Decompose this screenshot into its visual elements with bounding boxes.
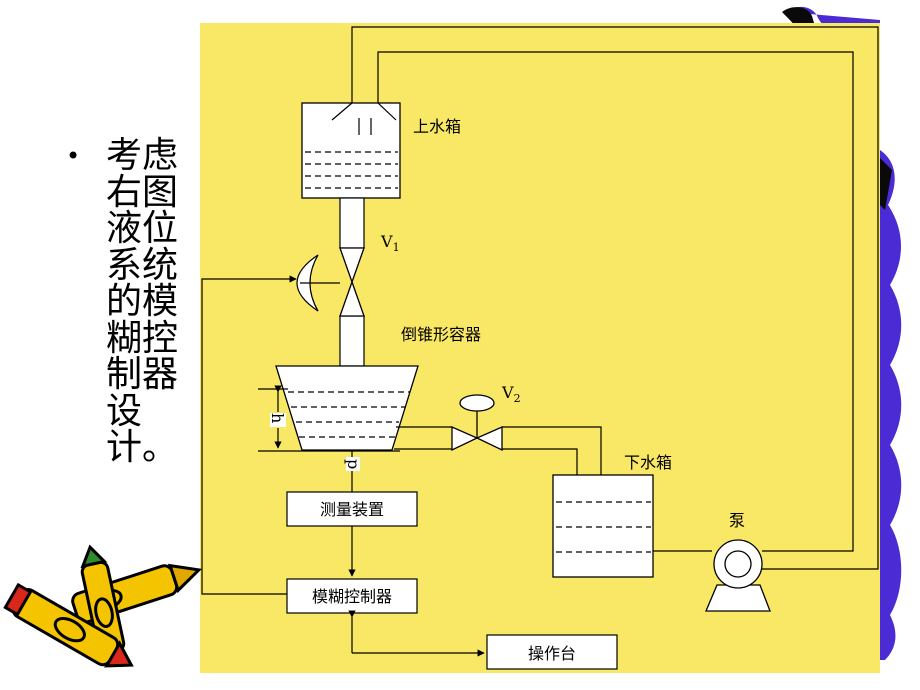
console-label: 操作台 — [528, 644, 576, 663]
lower-tank-label: 下水箱 — [624, 453, 672, 472]
pressure-sensor: p — [344, 450, 363, 471]
crayons-clipart — [3, 544, 203, 668]
upper-tank-label: 上水箱 — [413, 117, 461, 136]
console-box — [348, 610, 618, 670]
valve-v2 — [451, 394, 503, 452]
cone-container-label: 倒锥形容器 — [401, 325, 481, 344]
measure-box — [286, 471, 418, 577]
valve-v2-letter: V — [501, 383, 514, 402]
outlet-pipe — [394, 426, 602, 475]
level-symbol: h — [268, 413, 287, 427]
valve-v2-label: V2 — [501, 383, 521, 405]
bullet-marker: • — [66, 142, 81, 170]
valve-v1-label: V1 — [380, 232, 400, 254]
valve-v1-letter: V — [380, 232, 393, 251]
measure-label: 测量装置 — [320, 500, 384, 519]
upper-tank — [301, 102, 401, 199]
valve-v2-subscript: 2 — [514, 392, 521, 405]
controller-box — [201, 275, 418, 614]
valve-v1-actuator — [296, 254, 340, 312]
controller-label: 模糊控制器 — [312, 587, 392, 606]
pump — [653, 539, 771, 612]
pressure-label: p — [344, 459, 363, 469]
pump-label: 泵 — [729, 511, 745, 530]
lower-tank — [552, 474, 654, 578]
cone-container — [275, 365, 419, 451]
valve-v1-subscript: 1 — [393, 241, 400, 254]
return-pipe — [351, 26, 879, 570]
level-indicator — [258, 385, 400, 452]
bullet-text: 考虑右图液位系统的模糊控制器设计。 — [106, 135, 179, 468]
level-label: h — [268, 413, 287, 423]
valve-v1 — [339, 247, 365, 317]
